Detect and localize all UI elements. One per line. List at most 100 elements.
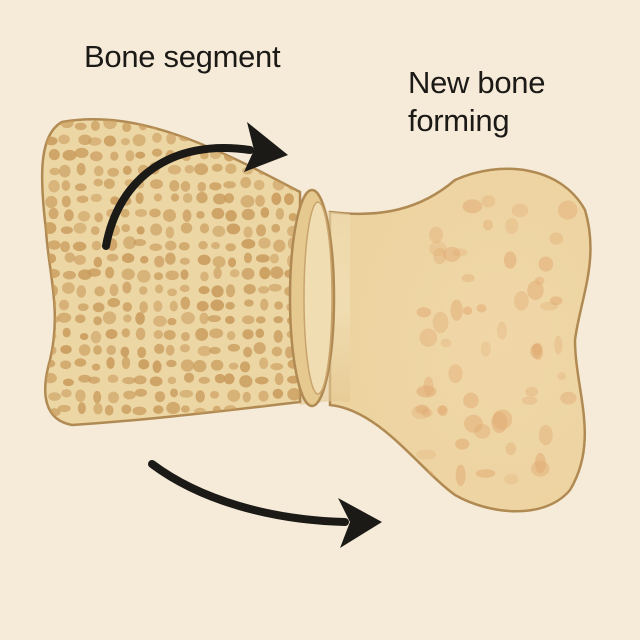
bone-spot [549, 296, 563, 306]
pore [150, 223, 163, 236]
pore [120, 208, 130, 218]
pore [64, 209, 74, 222]
bone-spot [462, 199, 483, 214]
pore [198, 376, 210, 384]
pore [153, 330, 164, 340]
pore [243, 299, 254, 307]
pore [166, 359, 177, 368]
pore [255, 194, 265, 207]
pore [170, 388, 179, 398]
pore [197, 254, 211, 266]
pore [213, 193, 227, 205]
bone-spot [491, 411, 508, 434]
pore [122, 302, 133, 312]
pore [182, 209, 192, 222]
bottom-arrow [148, 460, 382, 548]
bone-spot [525, 386, 538, 397]
pore [209, 150, 222, 160]
pore [108, 391, 120, 404]
bone-spot [554, 335, 563, 355]
bone-spot [505, 218, 519, 235]
pore [76, 195, 89, 203]
pore [58, 134, 70, 145]
pore [123, 236, 137, 250]
pore [225, 284, 236, 298]
pore [48, 148, 60, 161]
pore [165, 226, 175, 239]
pore [123, 314, 132, 323]
pore [74, 122, 87, 131]
bone-spot [482, 219, 493, 231]
pore [139, 286, 148, 295]
pore [255, 316, 266, 324]
pore [105, 266, 115, 279]
pore [93, 256, 103, 268]
pore [133, 239, 147, 247]
pore [103, 135, 117, 147]
pore [255, 328, 265, 339]
pore [224, 193, 235, 204]
pore [178, 242, 190, 251]
pore [273, 329, 283, 343]
bone-spot [436, 405, 448, 415]
pore [88, 376, 101, 384]
pore [91, 363, 101, 371]
bone-spot [462, 306, 473, 315]
pore [152, 132, 162, 143]
pore [57, 404, 71, 413]
pore [78, 344, 91, 356]
bone-spot [557, 372, 567, 381]
pore [137, 346, 147, 359]
pore [181, 405, 190, 413]
pore [180, 359, 195, 372]
pore [107, 374, 119, 383]
pore [272, 388, 284, 399]
pore [90, 330, 102, 344]
bone-spot [429, 241, 447, 257]
pore [228, 257, 237, 268]
pore [134, 388, 147, 397]
pore [258, 119, 269, 129]
pore [273, 316, 284, 324]
pore [179, 257, 190, 265]
pore [260, 207, 270, 218]
pore [93, 165, 104, 177]
pore [180, 296, 191, 310]
pore [93, 345, 102, 355]
pore [181, 331, 190, 342]
pore [102, 311, 117, 325]
pore [288, 212, 298, 222]
pore [225, 210, 237, 222]
pore [44, 359, 56, 368]
pore [243, 346, 253, 358]
pore [287, 388, 301, 401]
bone-spot [415, 404, 429, 415]
pore [199, 121, 208, 130]
pore [107, 297, 121, 308]
pore [153, 193, 162, 202]
pore [121, 356, 131, 370]
pore [45, 195, 58, 209]
pore [243, 283, 256, 295]
pore [78, 374, 92, 383]
pore [149, 208, 161, 218]
pore [121, 404, 132, 415]
pore [227, 343, 241, 352]
pore [93, 390, 102, 404]
bone-segment [40, 118, 336, 427]
pore [285, 137, 299, 147]
bone-spot [534, 453, 546, 474]
bone-spot [504, 474, 519, 485]
pore [199, 312, 209, 325]
pore [259, 266, 271, 280]
bone-spot [411, 405, 431, 420]
pore [136, 226, 145, 235]
pore [153, 315, 167, 327]
pore [268, 283, 282, 292]
pore [106, 357, 115, 369]
pore [254, 376, 269, 385]
bone-spot [481, 195, 496, 208]
pore [152, 360, 162, 373]
pore [170, 193, 180, 202]
pore [271, 346, 283, 357]
